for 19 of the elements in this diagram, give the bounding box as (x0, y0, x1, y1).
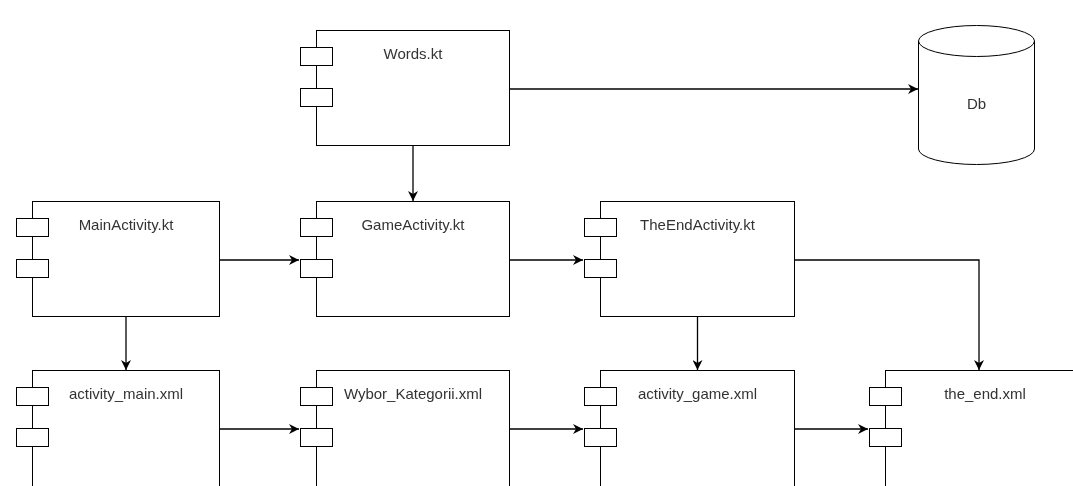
arrow (219, 255, 300, 265)
node-label: Wybor_Kategorii.xml (342, 385, 484, 402)
arrow (509, 84, 919, 94)
node-label: the_end.xml (943, 385, 1027, 402)
node-label: TheEndActivity.kt (639, 216, 756, 233)
node-label: GameActivity.kt (360, 216, 466, 233)
node-label: Db (965, 95, 988, 112)
node-label: MainActivity.kt (77, 216, 175, 233)
arrow (794, 424, 869, 434)
arrow (794, 259, 984, 371)
arrow (121, 316, 131, 371)
node-label: activity_game.xml (636, 385, 759, 402)
node-label: Words.kt (382, 45, 444, 62)
arrow (692, 316, 703, 371)
arrow (509, 424, 584, 434)
arrow (219, 424, 300, 434)
node-label: activity_main.xml (67, 385, 185, 402)
arrow (408, 145, 418, 202)
arrow (509, 255, 584, 265)
